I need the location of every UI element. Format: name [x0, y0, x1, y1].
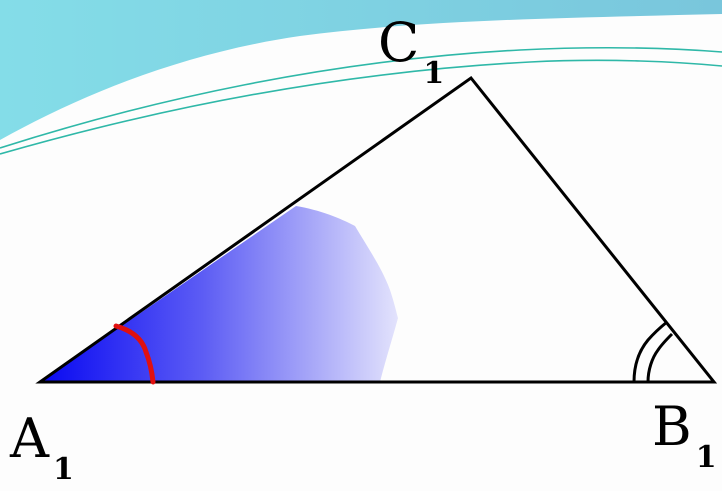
triangle-outline: [35, 75, 718, 384]
vertex-b-letter: B: [652, 395, 692, 458]
header-wave-line-1: [0, 47, 722, 149]
angle-b1-arc-mark-inner: [646, 332, 674, 383]
angle-a1-arc-mark: [113, 323, 156, 385]
header-wave-line-2: [0, 59, 722, 155]
vertex-c-index: 1: [423, 56, 445, 91]
vertex-b-index: 1: [695, 440, 717, 475]
angle-a1-shaded-region: [40, 206, 398, 382]
angle-b1-arc-mark-outer: [632, 320, 668, 383]
vertex-a-letter: A: [10, 407, 49, 470]
vertex-a-index: 1: [53, 452, 74, 487]
header-wave-band: [0, 0, 722, 140]
vertex-c-letter: C: [378, 11, 420, 74]
